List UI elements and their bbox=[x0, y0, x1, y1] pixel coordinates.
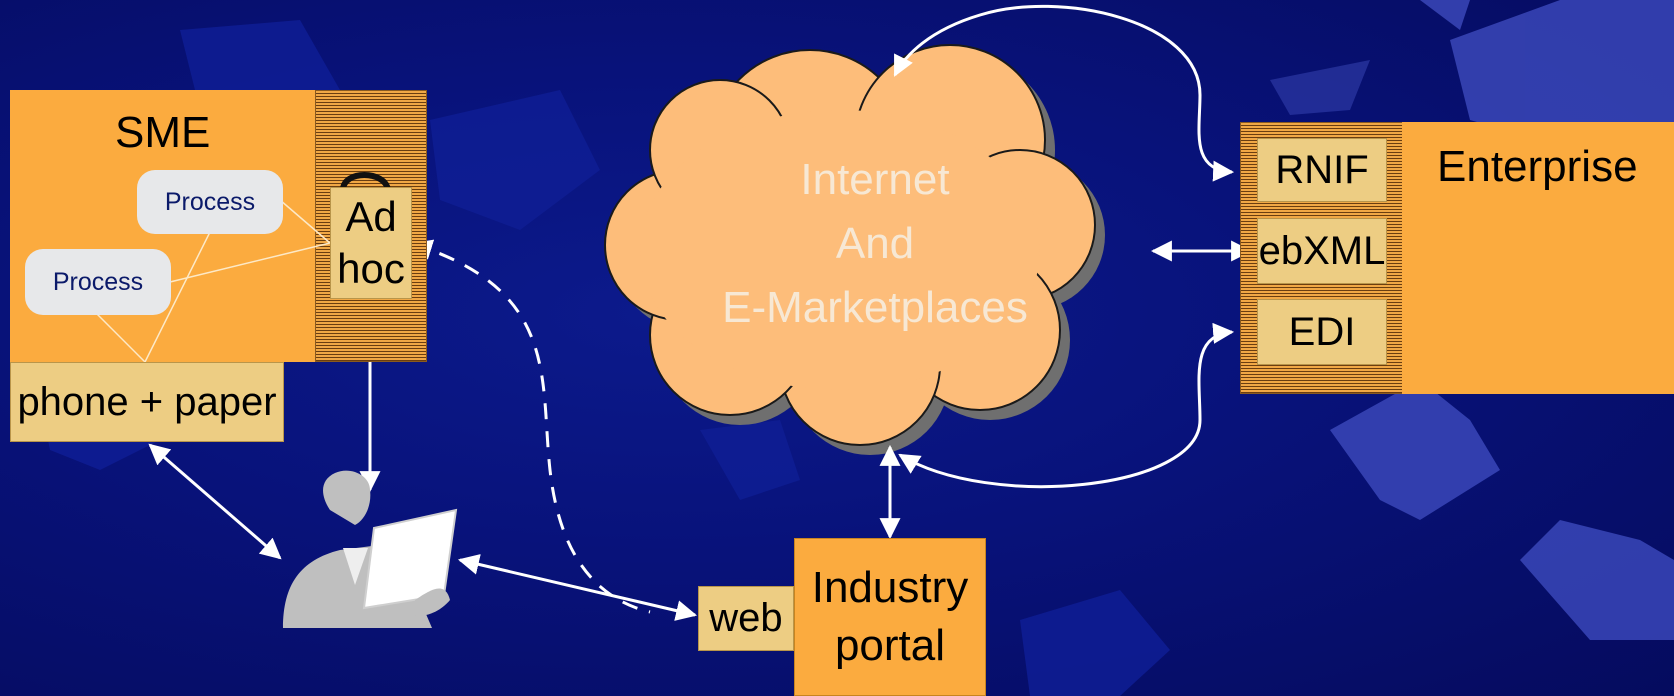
adhoc-box: Ad hoc bbox=[330, 187, 412, 299]
cloud-line-2: And bbox=[835, 219, 915, 268]
person-reading-paper-icon bbox=[283, 470, 458, 628]
arrow-person-web bbox=[457, 554, 698, 621]
sme-title: SME bbox=[115, 108, 211, 157]
web-box: web bbox=[698, 586, 794, 651]
arrow-cloud-rnif bbox=[893, 4, 1235, 182]
adhoc-line-1: Ad bbox=[345, 193, 397, 240]
enterprise-box bbox=[1402, 122, 1674, 394]
adhoc-line-2: hoc bbox=[337, 245, 405, 292]
standard-rnif: RNIF bbox=[1257, 138, 1387, 202]
standard-ebxml: ebXML bbox=[1257, 218, 1387, 284]
portal-line-2: portal bbox=[834, 621, 946, 670]
arrow-cloud-edi bbox=[898, 322, 1235, 489]
arrow-adhoc-web-dashed bbox=[410, 239, 651, 614]
enterprise-title: Enterprise bbox=[1437, 142, 1638, 191]
handset-icon bbox=[340, 172, 391, 191]
standard-edi: EDI bbox=[1257, 299, 1387, 365]
portal-line-1: Industry bbox=[811, 563, 969, 612]
cloud-line-3: E-Marketplaces bbox=[722, 283, 1028, 332]
process-pill-lower: Process bbox=[25, 249, 171, 315]
industry-portal-box: Industry portal bbox=[794, 538, 986, 696]
cloud-line-1: Internet bbox=[800, 155, 950, 204]
cloud-label: Internet And E-Marketplaces bbox=[700, 148, 1050, 340]
process-pill-upper: Process bbox=[137, 170, 283, 234]
arrow-phone-person bbox=[148, 443, 282, 560]
phone-paper-box: phone + paper bbox=[10, 362, 284, 442]
